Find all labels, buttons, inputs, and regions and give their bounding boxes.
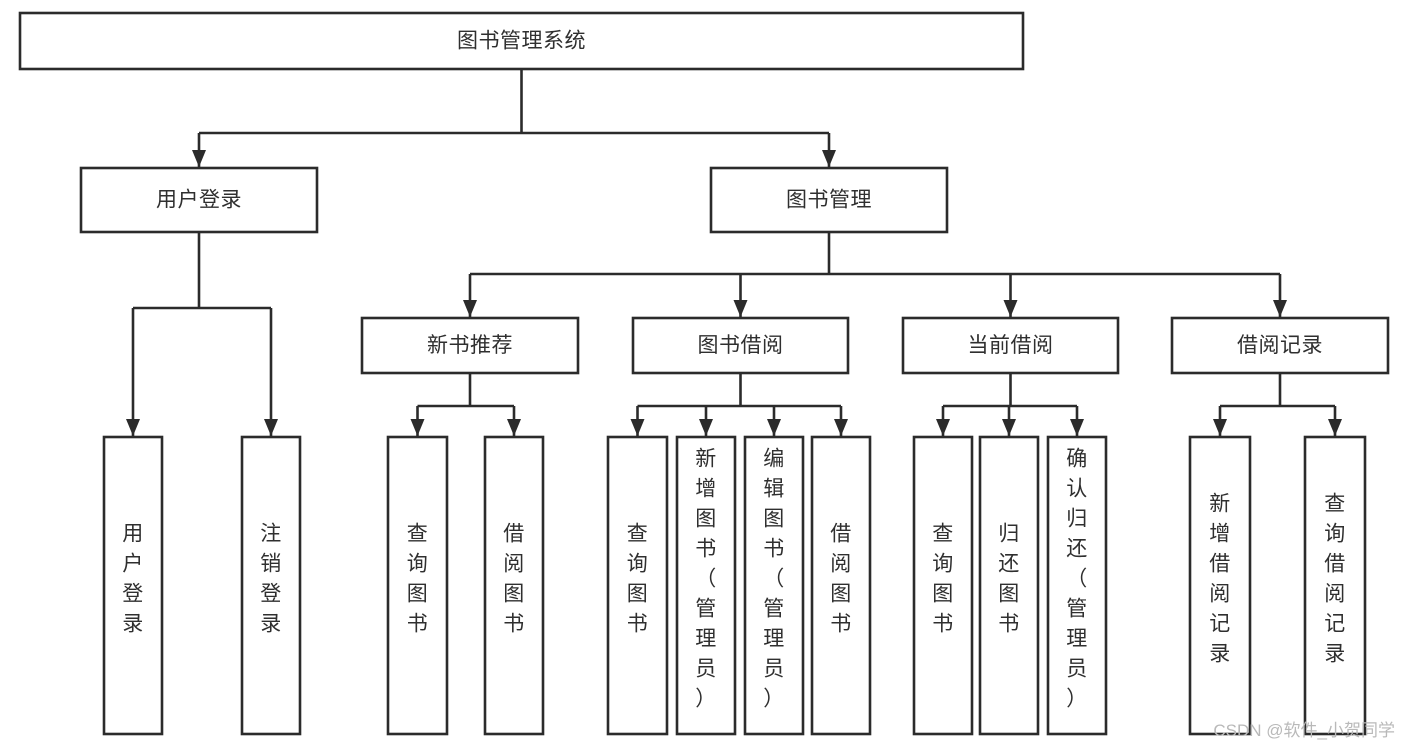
node-label-leaf-query-book-2: 查询图书 — [627, 523, 649, 636]
arrowhead-current-borrow — [1003, 300, 1018, 317]
node-label-leaf-query-book-1: 查询图书 — [407, 523, 429, 636]
node-box-leaf-query-book-1 — [386, 435, 449, 736]
node-leaf-edit-book[interactable]: 编辑图书（管理员） — [743, 435, 805, 736]
node-book-borrow[interactable]: 图书借阅 — [631, 316, 850, 375]
node-label-book-management: 图书管理 — [786, 189, 872, 212]
node-box-leaf-user-login — [102, 435, 164, 736]
node-box-current-borrow — [901, 316, 1120, 375]
node-box-leaf-edit-book — [743, 435, 805, 736]
node-label-leaf-query-record: 查询借阅记录 — [1324, 493, 1346, 666]
node-box-user-login — [79, 166, 319, 234]
node-leaf-query-book-2[interactable]: 查询图书 — [606, 435, 669, 736]
node-leaf-confirm-return[interactable]: 确认归还（管理员） — [1046, 435, 1108, 736]
node-box-leaf-borrow-book-1 — [483, 435, 545, 736]
arrowhead-leaf-edit-book — [767, 419, 781, 436]
arrowhead-leaf-logout — [264, 419, 278, 436]
arrowhead-leaf-add-book — [699, 419, 713, 436]
node-leaf-borrow-book-1[interactable]: 借阅图书 — [483, 435, 545, 736]
node-box-borrow-record — [1170, 316, 1390, 375]
node-label-leaf-logout: 注销登录 — [260, 523, 282, 636]
arrowhead-leaf-query-book-1 — [410, 419, 425, 436]
node-box-leaf-query-book-3 — [912, 435, 974, 736]
node-leaf-query-record[interactable]: 查询借阅记录 — [1303, 435, 1367, 736]
arrowhead-leaf-add-record — [1213, 419, 1227, 436]
node-box-leaf-return-book — [978, 435, 1040, 736]
node-box-leaf-query-book-2 — [606, 435, 669, 736]
node-leaf-logout[interactable]: 注销登录 — [240, 435, 302, 736]
node-box-leaf-logout — [240, 435, 302, 736]
node-box-new-book-recommend — [360, 316, 580, 375]
node-label-leaf-edit-book: 编辑图书（管理员） — [763, 448, 785, 711]
node-box-root — [18, 11, 1025, 71]
node-label-borrow-record: 借阅记录 — [1237, 334, 1323, 357]
node-box-book-management — [709, 166, 949, 234]
node-leaf-add-book[interactable]: 新增图书（管理员） — [675, 435, 737, 736]
node-label-current-borrow: 当前借阅 — [968, 334, 1054, 357]
node-current-borrow[interactable]: 当前借阅 — [901, 316, 1120, 375]
connector-edges-layer — [126, 69, 1342, 436]
arrowhead-borrow-record — [1273, 300, 1287, 317]
node-label-leaf-borrow-book-2: 借阅图书 — [830, 523, 852, 636]
arrowhead-book-borrow — [733, 300, 748, 317]
arrowhead-book-management — [822, 150, 836, 167]
node-box-book-borrow — [631, 316, 850, 375]
node-borrow-record[interactable]: 借阅记录 — [1170, 316, 1390, 375]
node-label-leaf-add-record: 新增借阅记录 — [1209, 493, 1231, 666]
arrowhead-leaf-query-record — [1328, 419, 1342, 436]
arrowhead-leaf-return-book — [1002, 419, 1016, 436]
node-leaf-user-login[interactable]: 用户登录 — [102, 435, 164, 736]
node-box-leaf-borrow-book-2 — [810, 435, 872, 736]
arrowhead-leaf-user-login — [126, 419, 140, 436]
node-label-leaf-return-book: 归还图书 — [998, 523, 1020, 636]
node-user-login[interactable]: 用户登录 — [79, 166, 319, 234]
node-root[interactable]: 图书管理系统 — [18, 11, 1025, 71]
node-box-leaf-add-book — [675, 435, 737, 736]
node-leaf-query-book-1[interactable]: 查询图书 — [386, 435, 449, 736]
node-new-book-recommend[interactable]: 新书推荐 — [360, 316, 580, 375]
node-leaf-return-book[interactable]: 归还图书 — [978, 435, 1040, 736]
arrowhead-user-login — [192, 150, 206, 167]
arrowhead-leaf-borrow-book-1 — [507, 419, 521, 436]
node-leaf-query-book-3[interactable]: 查询图书 — [912, 435, 974, 736]
arrowhead-leaf-borrow-book-2 — [834, 419, 848, 436]
node-label-leaf-add-book: 新增图书（管理员） — [695, 448, 717, 711]
node-label-book-borrow: 图书借阅 — [698, 334, 784, 357]
arrowhead-leaf-query-book-2 — [630, 419, 645, 436]
arrowhead-leaf-query-book-3 — [936, 419, 950, 436]
node-label-leaf-confirm-return: 确认归还（管理员） — [1066, 448, 1088, 711]
node-label-new-book-recommend: 新书推荐 — [427, 334, 513, 357]
node-boxes-layer: 图书管理系统用户登录图书管理新书推荐图书借阅当前借阅借阅记录用户登录注销登录查询… — [18, 11, 1390, 736]
node-box-leaf-confirm-return — [1046, 435, 1108, 736]
csdn-watermark: CSDN @软件_小贺同学 — [1213, 721, 1395, 740]
node-box-leaf-add-record — [1188, 435, 1252, 736]
node-label-leaf-user-login: 用户登录 — [122, 523, 144, 636]
node-leaf-add-record[interactable]: 新增借阅记录 — [1188, 435, 1252, 736]
node-label-root: 图书管理系统 — [457, 30, 586, 53]
arrowhead-leaf-confirm-return — [1070, 419, 1084, 436]
node-leaf-borrow-book-2[interactable]: 借阅图书 — [810, 435, 872, 736]
node-box-leaf-query-record — [1303, 435, 1367, 736]
node-label-leaf-query-book-3: 查询图书 — [932, 523, 954, 636]
node-label-leaf-borrow-book-1: 借阅图书 — [503, 523, 525, 636]
node-book-management[interactable]: 图书管理 — [709, 166, 949, 234]
node-label-user-login: 用户登录 — [156, 189, 242, 212]
arrowhead-new-book-recommend — [463, 300, 477, 317]
